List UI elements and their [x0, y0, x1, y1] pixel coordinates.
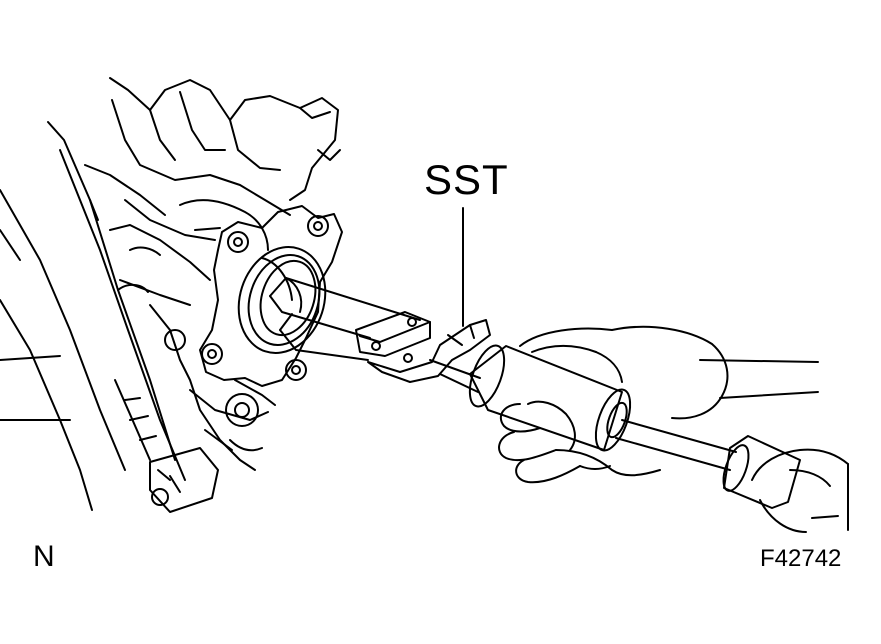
sst-callout-label: SST: [424, 156, 509, 203]
steering-knuckle: [85, 78, 340, 470]
hands: [499, 327, 848, 532]
axle-hub-flange: [200, 206, 342, 386]
sst-puller: [270, 278, 490, 382]
strut-assembly: [0, 122, 218, 512]
slide-hammer: [430, 341, 800, 508]
view-letter: N: [33, 540, 55, 573]
figure-code: F42742: [760, 545, 842, 572]
